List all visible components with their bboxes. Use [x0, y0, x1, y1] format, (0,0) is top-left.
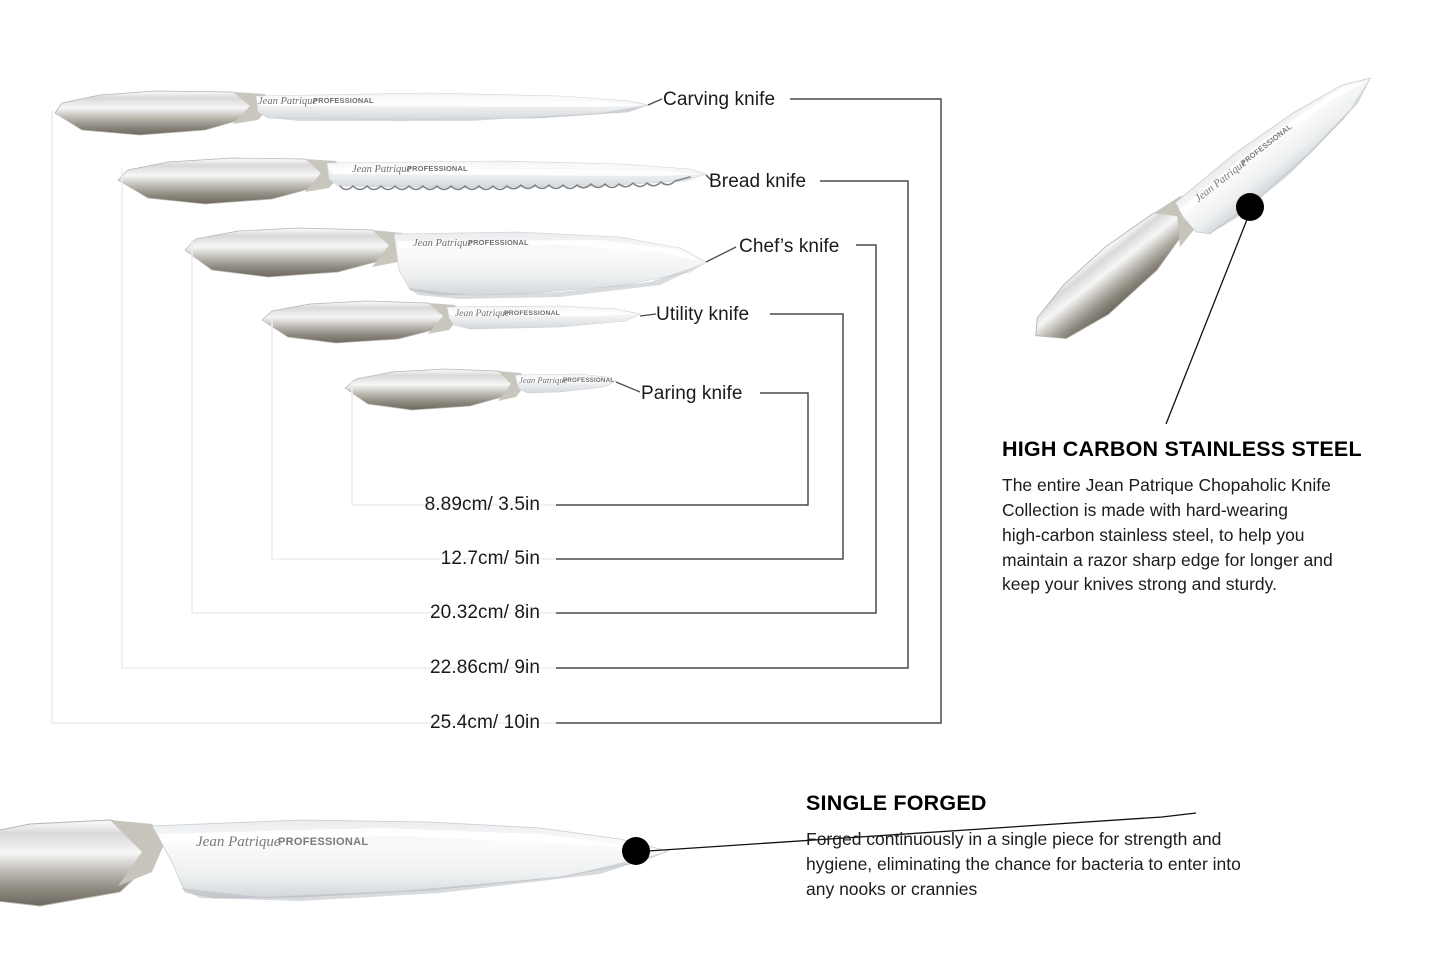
feature-line: hygiene, eliminating the chance for bact… [806, 853, 1241, 874]
svg-text:Jean Patrique: Jean Patrique [258, 96, 318, 107]
pointer-utility [639, 313, 657, 317]
svg-text:Jean Patrique: Jean Patrique [352, 164, 412, 175]
feature-line: Forged continuously in a single piece fo… [806, 829, 1222, 849]
pointer-chefs [705, 246, 737, 263]
svg-text:Jean Patrique: Jean Patrique [455, 308, 510, 319]
feature-body-single-forged: Forged continuously in a single piece fo… [806, 827, 1326, 902]
feature-title-single-forged: SINGLE FORGED [806, 791, 987, 815]
feature-title-high-carbon: HIGH CARBON STAINLESS STEEL [1002, 437, 1362, 461]
size-label-22-86cm: 22.86cm/ 9in [430, 657, 540, 678]
leader-paring [556, 392, 809, 506]
svg-text:PROFESSIONAL: PROFESSIONAL [407, 164, 468, 173]
label-paring-knife: Paring knife [641, 383, 743, 404]
pointer-carving [647, 98, 663, 106]
feature-line: The entire Jean Patrique Chopaholic Knif… [1002, 475, 1331, 495]
leader-carving [556, 98, 942, 724]
size-label-8-89cm: 8.89cm/ 3.5in [424, 494, 540, 515]
leader-lines [556, 98, 942, 724]
knife-hero-bottom: Jean Patrique PROFESSIONAL [0, 819, 670, 907]
tip-pointers [615, 98, 737, 393]
svg-text:Jean Patrique: Jean Patrique [519, 375, 568, 385]
feature-line: maintain a razor sharp edge for longer a… [1002, 549, 1333, 570]
svg-text:PROFESSIONAL: PROFESSIONAL [278, 836, 368, 848]
feature-single-forged: SINGLE FORGED Forged continuously in a s… [806, 791, 1326, 902]
feature-body-high-carbon: The entire Jean Patrique Chopaholic Knif… [1002, 473, 1402, 597]
callout-dot-high-carbon [1236, 193, 1264, 221]
feature-line: Collection is made with hard-wearing [1002, 499, 1288, 520]
knife-utility: Jean Patrique PROFESSIONAL [261, 300, 641, 344]
pointer-bread [705, 174, 713, 182]
label-chefs-knife: Chef’s knife [739, 236, 840, 257]
label-bread-knife: Bread knife [709, 171, 807, 192]
size-label-25-4cm: 25.4cm/ 10in [430, 712, 540, 733]
leader-utility [556, 313, 844, 560]
feature-line: high-carbon stainless steel, to help you [1002, 524, 1305, 545]
pointer-paring [615, 381, 641, 393]
svg-text:PROFESSIONAL: PROFESSIONAL [504, 310, 560, 317]
leader-high-carbon [1165, 211, 1251, 425]
svg-text:Jean Patrique: Jean Patrique [413, 238, 473, 249]
size-label-12-7cm: 12.7cm/ 5in [440, 548, 540, 569]
svg-text:Jean Patrique: Jean Patrique [196, 834, 281, 850]
feature-leaders [647, 211, 1251, 852]
feature-high-carbon-stainless-steel: HIGH CARBON STAINLESS STEEL The entire J… [1002, 437, 1402, 597]
svg-text:PROFESSIONAL: PROFESSIONAL [468, 238, 529, 247]
leader-single-forged [647, 812, 1197, 852]
feature-line: any nooks or crannies [806, 878, 978, 899]
knife-paring: Jean Patrique PROFESSIONAL [344, 368, 617, 411]
label-carving-knife: Carving knife [663, 89, 776, 110]
svg-text:PROFESSIONAL: PROFESSIONAL [563, 377, 614, 384]
feature-line: keep your knives strong and sturdy. [1002, 574, 1277, 595]
size-label-20-32cm: 20.32cm/ 8in [430, 602, 540, 623]
knife-bread: Jean Patrique PROFESSIONAL [117, 157, 707, 205]
leader-chefs [556, 244, 877, 614]
leader-bread [556, 180, 909, 669]
svg-text:PROFESSIONAL: PROFESSIONAL [313, 96, 374, 105]
knife-carving: Jean Patrique PROFESSIONAL [54, 90, 650, 136]
callout-dot-single-forged [622, 837, 650, 865]
label-utility-knife: Utility knife [656, 304, 750, 325]
knife-chefs: Jean Patrique PROFESSIONAL [184, 227, 707, 299]
